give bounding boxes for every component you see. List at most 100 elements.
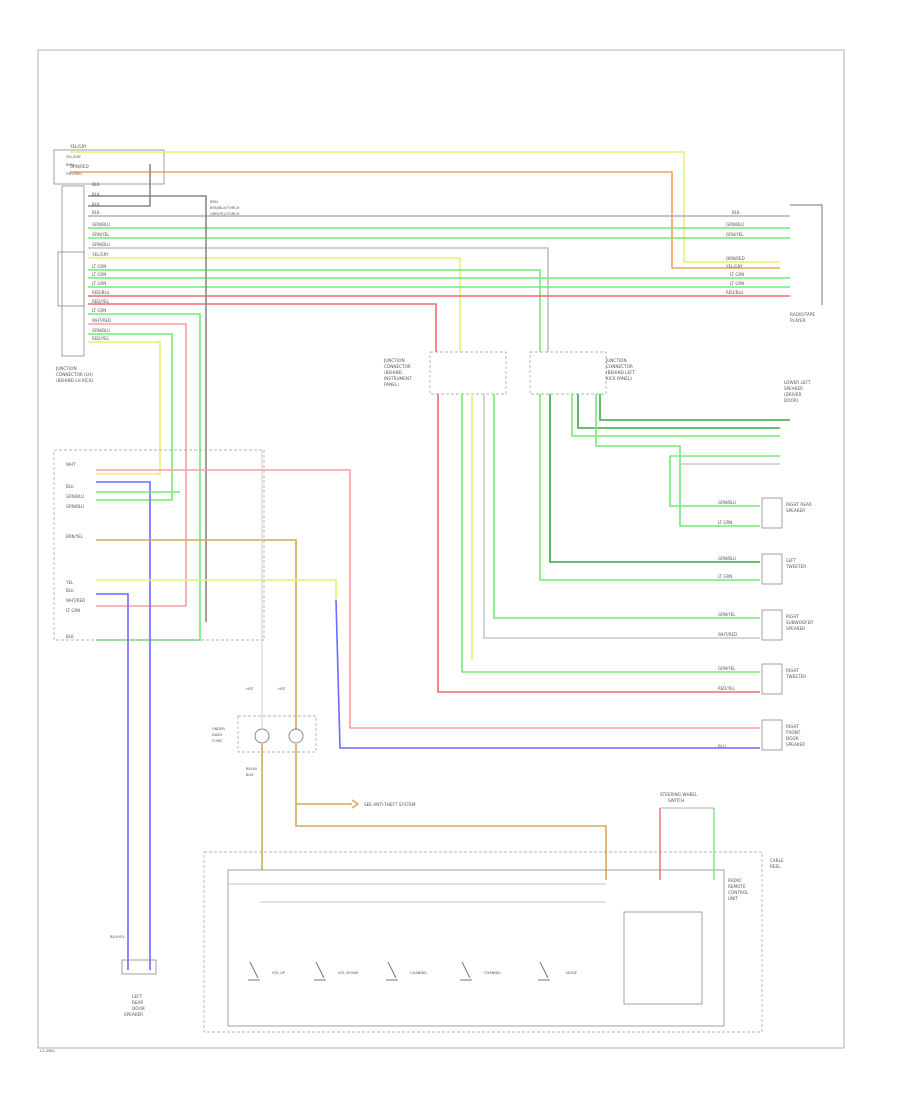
- svg-text:GRN/BLU: GRN/BLU: [718, 556, 736, 561]
- svg-text:BLK: BLK: [92, 182, 100, 187]
- svg-text:LT GRN: LT GRN: [718, 574, 732, 579]
- radio-tape-player: RADIO/TAPE PLAYER: [790, 204, 823, 323]
- svg-text:STEERING WHEEL: STEERING WHEEL: [660, 792, 698, 797]
- speaker-left-tweeter: LEFT TWEETER GRN/BLU LT GRN: [718, 553, 806, 585]
- svg-text:LT GRN: LT GRN: [92, 281, 106, 286]
- svg-text:SPEAKER: SPEAKER: [786, 508, 805, 513]
- switch-vol-down: VOL DOWN: [314, 961, 359, 981]
- svg-text:YEL/GRY: YEL/GRY: [725, 264, 743, 269]
- svg-text:(BEHIND LH KICK): (BEHIND LH KICK): [56, 378, 94, 383]
- svg-text:INSTRUMENT: INSTRUMENT: [384, 376, 412, 381]
- svg-text:FUSE/: FUSE/: [212, 739, 223, 743]
- svg-text:SEE ANTI-THEFT SYSTEM: SEE ANTI-THEFT SYSTEM: [364, 802, 416, 807]
- svg-text:ORN/RED: ORN/RED: [70, 164, 89, 169]
- svg-text:RED/BLU: RED/BLU: [92, 290, 110, 295]
- svg-text:VOL UP: VOL UP: [272, 971, 286, 975]
- svg-text:GRN/BLU: GRN/BLU: [718, 500, 736, 505]
- svg-text:CONNECTOR (LH): CONNECTOR (LH): [56, 372, 93, 377]
- svg-text:MODE: MODE: [566, 971, 578, 975]
- svg-text:LT GRN: LT GRN: [730, 272, 744, 277]
- harness-wire-labels: BLK BLK BLK BLK GRN/BLU GRN/YEL GRN/BLU …: [69, 144, 745, 341]
- svg-text:DOOR: DOOR: [786, 736, 799, 741]
- svg-text:JUNCTION: JUNCTION: [383, 358, 405, 363]
- diagram-code: L2-3564: [40, 1049, 55, 1053]
- svg-text:LT GRN: LT GRN: [92, 272, 106, 277]
- svg-text:BOX: BOX: [246, 773, 254, 777]
- svg-text:RIGHT: RIGHT: [786, 668, 800, 673]
- svg-text:CABLE: CABLE: [770, 858, 784, 863]
- svg-text:(DRIVER: (DRIVER: [784, 392, 802, 397]
- svg-text:RED/YEL: RED/YEL: [92, 299, 110, 304]
- svg-text:UNDER: UNDER: [212, 727, 225, 731]
- svg-text:HOT: HOT: [246, 687, 255, 691]
- center-junction-connectors: JUNCTION CONNECTOR (BEHIND INSTRUMENT PA…: [383, 330, 636, 395]
- svg-text:SPEAKER: SPEAKER: [786, 626, 805, 631]
- svg-text:GRN/BLU: GRN/BLU: [66, 494, 84, 499]
- svg-text:RED/YEL: RED/YEL: [718, 686, 736, 691]
- speaker-right-rear: RIGHT REAR SPEAKER GRN/BLU LT GRN: [718, 497, 812, 529]
- svg-text:RIGHT: RIGHT: [786, 724, 800, 729]
- svg-text:CONNECTOR: CONNECTOR: [606, 364, 633, 369]
- svg-text:LT GRN: LT GRN: [730, 281, 744, 286]
- svg-text:CONTROL: CONTROL: [728, 890, 749, 895]
- speaker-right-tweeter: RIGHT TWEETER GRN/YEL RED/YEL: [718, 663, 806, 695]
- svg-text:WHT: WHT: [66, 462, 76, 467]
- svg-text:ORN/RED: ORN/RED: [726, 256, 745, 261]
- svg-text:RED/YEL: RED/YEL: [92, 336, 110, 341]
- svg-text:BLK: BLK: [92, 210, 100, 215]
- svg-text:SPEAKER: SPEAKER: [124, 1012, 143, 1017]
- svg-text:BRN/YEL: BRN/YEL: [66, 534, 84, 539]
- svg-text:BLU/YEL: BLU/YEL: [110, 935, 125, 939]
- svg-text:RIGHT: RIGHT: [786, 614, 800, 619]
- speaker-right-subwoofer: RIGHT SUBWOOFER SPEAKER GRN/YEL WHT/RED: [718, 609, 813, 641]
- svg-text:BLK: BLK: [66, 634, 74, 639]
- svg-text:YEL/GRY: YEL/GRY: [66, 155, 82, 159]
- fuse-relay-box: HOT HOT UNDER DASH FUSE/ RELAY BOX SEE A…: [212, 450, 607, 880]
- left-connector-stack: YEL/GRY BRN GRY/RED BRN BRN/BLK/TORCH GR…: [53, 149, 240, 383]
- svg-text:LEFT: LEFT: [786, 558, 796, 563]
- svg-text:REAR: REAR: [132, 1000, 143, 1005]
- svg-text:SWITCH: SWITCH: [668, 798, 684, 803]
- svg-text:GRN/YEL: GRN/YEL: [718, 612, 736, 617]
- svg-text:KICK PANEL): KICK PANEL): [606, 376, 632, 381]
- left-rear-door-speaker: BLU/YEL LEFT REAR DOOR SPEAKER: [110, 935, 157, 1017]
- diagram-frame: [37, 49, 845, 1049]
- svg-text:JUNCTION: JUNCTION: [55, 366, 77, 371]
- svg-text:WHT/RED: WHT/RED: [92, 318, 111, 323]
- svg-text:DASH: DASH: [212, 733, 222, 737]
- svg-text:GRN/YEL: GRN/YEL: [92, 232, 110, 237]
- svg-text:BLK: BLK: [732, 210, 740, 215]
- svg-text:UNIT: UNIT: [728, 896, 738, 901]
- svg-text:SUBWOOFER: SUBWOOFER: [786, 620, 813, 625]
- svg-text:BLU: BLU: [718, 744, 726, 749]
- svg-text:(BEHIND LEFT: (BEHIND LEFT: [606, 370, 636, 375]
- svg-text:DOOR): DOOR): [784, 398, 799, 403]
- svg-text:RED/BLU: RED/BLU: [726, 290, 744, 295]
- svg-text:GRN/BLU: GRN/BLU: [726, 222, 744, 227]
- svg-text:TWEETER: TWEETER: [785, 564, 806, 569]
- svg-text:LT GRN: LT GRN: [92, 264, 106, 269]
- svg-text:RADIO: RADIO: [728, 878, 742, 883]
- svg-text:BLK: BLK: [92, 202, 100, 207]
- svg-text:CHANNEL: CHANNEL: [410, 971, 427, 975]
- svg-text:(BEHIND: (BEHIND: [384, 370, 402, 375]
- svg-text:YEL/GRY: YEL/GRY: [91, 252, 109, 257]
- speaker-wires: [437, 394, 790, 693]
- svg-text:SPEAKER: SPEAKER: [786, 742, 805, 747]
- svg-text:JUNCTION: JUNCTION: [605, 358, 627, 363]
- svg-text:YEL/GRY: YEL/GRY: [69, 144, 87, 149]
- svg-text:GRN/YEL: GRN/YEL: [718, 666, 736, 671]
- svg-text:DOOR: DOOR: [132, 1006, 145, 1011]
- svg-text:TWEETER: TWEETER: [785, 674, 806, 679]
- switch-vol-up: VOL UP: [248, 961, 286, 981]
- svg-text:RELAY: RELAY: [246, 767, 258, 771]
- svg-text:LOWER LEFT: LOWER LEFT: [784, 380, 811, 385]
- svg-text:GRN/YEL/TORCH: GRN/YEL/TORCH: [210, 212, 240, 216]
- svg-text:GRN/BLU: GRN/BLU: [92, 328, 110, 333]
- svg-text:BRN: BRN: [210, 200, 218, 204]
- svg-text:GRN/BLU: GRN/BLU: [92, 222, 110, 227]
- steering-wheel-switch: STEERING WHEEL SWITCH RADIO REMOTE CONTR…: [203, 792, 784, 1033]
- svg-text:CONNECTOR: CONNECTOR: [384, 364, 411, 369]
- svg-text:PLAYER: PLAYER: [790, 318, 806, 323]
